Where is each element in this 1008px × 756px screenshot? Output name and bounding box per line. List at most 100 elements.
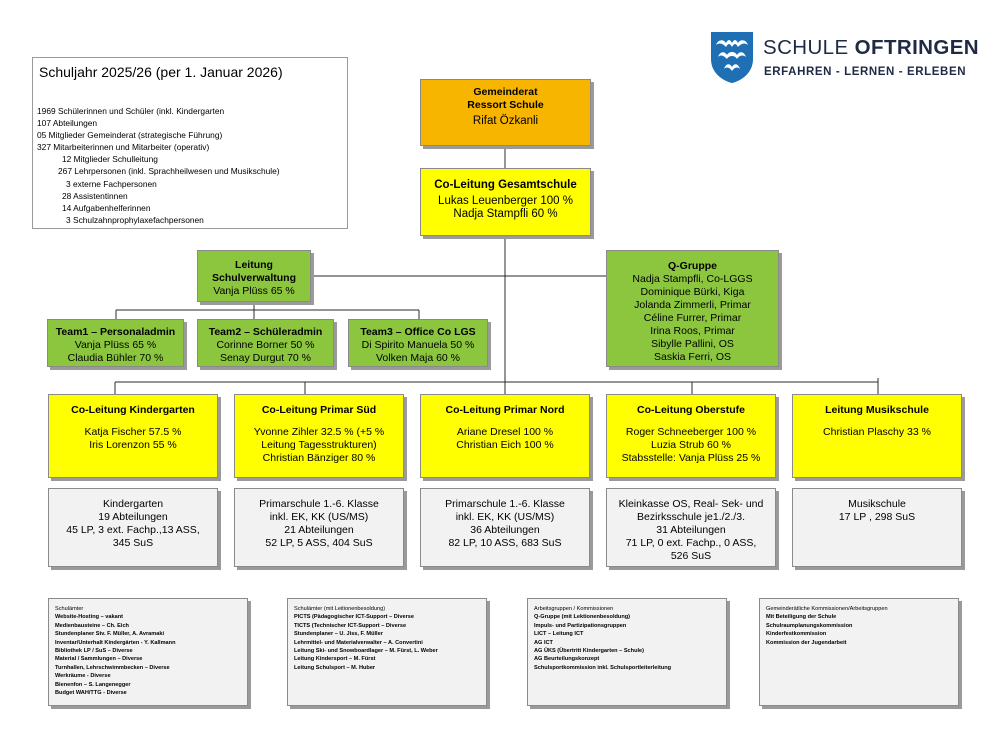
schulaemter-besoldung-item: PICTS (Pädagogischer ICT-Support – Diver…: [294, 614, 414, 621]
schulaemter-item: Material / Sammlungen – Diverse: [55, 656, 143, 663]
school-year-info-box: Schuljahr 2025/26 (per 1. Januar 2026) 1…: [32, 57, 348, 229]
qgruppe-member: Sibylle Pallini, OS: [651, 338, 734, 350]
arbeitsgruppen-item: AG ICT: [534, 639, 553, 646]
leitung-person: Luzia Strub 60 %: [651, 439, 731, 451]
team-member: Claudia Bühler 70 %: [67, 352, 164, 364]
leitung-musikschule-box: Leitung Musikschule Christian Plaschy 33…: [792, 394, 962, 478]
leitung-primar-sued-box: Co-Leitung Primar Süd Yvonne Zihler 32.5…: [234, 394, 404, 478]
stufe-line: 36 Abteilungen: [470, 524, 540, 536]
stufe-line: 31 Abteilungen: [656, 524, 726, 536]
info-line: 107 Abteilungen: [37, 118, 98, 129]
leitung-person: Christian Plaschy 33 %: [823, 426, 931, 438]
stufe-line: 71 LP, 0 ext. Fachp., 0 ASS,: [625, 537, 757, 549]
leitung-person: Katja Fischer 57.5 %: [84, 426, 182, 438]
qgruppe-member: Irina Roos, Primar: [650, 325, 735, 337]
schulverwaltung-subtitle: Schulverwaltung: [211, 272, 296, 284]
schulaemter-item: Werkräume - Diverse: [55, 673, 111, 680]
team-box-schueleradmin: Team2 – Schüleradmin Corinne Borner 50 %…: [197, 319, 334, 367]
stufe-line: inkl. EK, KK (US/MS): [455, 511, 555, 523]
gemeinderat-subtitle: Ressort Schule: [467, 99, 544, 111]
stufe-line: Kindergarten: [102, 498, 164, 510]
arbeitsgruppen-title: Arbeitsgruppen / Kommissionen: [534, 606, 614, 612]
schulaemter-item: Turnhallen, Lehrschwimmbecken – Diverse: [55, 664, 170, 671]
stufe-line: 345 SuS: [112, 537, 154, 549]
arbeitsgruppen-item: AG Beurteilungskonzept: [534, 656, 600, 663]
qgruppe-member: Céline Furrer, Primar: [643, 312, 742, 324]
gesamtschule-person: Lukas Leuenberger 100 %: [438, 195, 573, 207]
stufe-line: Musikschule: [848, 498, 906, 510]
leitung-person: Iris Lorenzon 55 %: [89, 439, 177, 451]
schulaemter-besoldung-item: TICTS (Technischer ICT-Support – Diverse: [294, 622, 407, 629]
gemeinderat-title: Gemeinderat: [473, 86, 538, 98]
gesamtschule-person: Nadja Stampfli 60 %: [453, 208, 558, 220]
qgruppe-member: Jolanda Zimmerli, Primar: [634, 299, 751, 311]
stufe-line: Bezirksschule je1./2./3.: [637, 511, 745, 523]
info-line: 267 Lehrpersonen (inkl. Sprachheilwesen …: [58, 166, 280, 177]
gesamtschule-title: Co-Leitung Gesamtschule: [434, 179, 577, 191]
stufe-primar-nord-box: Primarschule 1.-6. Klasse inkl. EK, KK (…: [420, 488, 590, 567]
kommissionen-title: Gemeinderätliche Kommissionen/Arbeitsgru…: [766, 606, 888, 612]
info-line: 327 Mitarbeiterinnen und Mitarbeiter (op…: [37, 142, 210, 153]
stufe-line: 45 LP, 3 ext. Fachp.,13 ASS,: [66, 524, 200, 536]
logo-name: SCHULE OFTRINGEN: [763, 36, 979, 59]
kommissionen-item: Schulraumplanungskommission: [766, 622, 853, 629]
qgruppe-member: Dominique Bürki, Kiga: [640, 286, 745, 298]
leitung-person: Ariane Dresel 100 %: [456, 426, 554, 438]
gemeinderat-person: Rifat Özkanli: [472, 115, 539, 127]
schulaemter-item: Website-Hosting – vakant: [55, 614, 123, 621]
leitung-person: Christian Bänziger 80 %: [262, 452, 376, 464]
qgruppe-member: Saskia Ferri, OS: [653, 351, 732, 363]
info-line: 05 Mitglieder Gemeinderat (strategische …: [37, 130, 223, 141]
schulaemter-besoldung-title: Schulämter (mit Leitionenbesoldung): [294, 606, 386, 612]
stufe-kindergarten-box: Kindergarten 19 Abteilungen 45 LP, 3 ext…: [48, 488, 218, 567]
team-box-office: Team3 – Office Co LGS Di Spirito Manuela…: [348, 319, 488, 367]
stufe-line: 52 LP, 5 ASS, 404 SuS: [265, 537, 373, 549]
leitung-title: Co-Leitung Primar Nord: [445, 404, 565, 416]
schulverwaltung-title: Leitung: [235, 259, 273, 271]
team-member: Corinne Borner 50 %: [216, 339, 315, 351]
leitung-person: Roger Schneeberger 100 %: [625, 426, 757, 438]
arbeitsgruppen-item: Impuls- und Partizipationsgruppen: [534, 622, 627, 629]
schulaemter-besoldung-box: Schulämter (mit Leitionenbesoldung) PICT…: [287, 598, 487, 706]
kommissionen-box: Gemeinderätliche Kommissionen/Arbeitsgru…: [759, 598, 959, 706]
schulaemter-item: Bienenfon – S. Langenegger: [55, 681, 131, 688]
stufe-line: 19 Abteilungen: [98, 511, 168, 523]
stufe-musikschule-box: Musikschule 17 LP , 298 SuS: [792, 488, 962, 567]
schulaemter-item: Stundenplaner Stv. F. Müller, A. Avramak…: [55, 631, 164, 638]
qgruppe-box: Q-Gruppe Nadja Stampfli, Co-LGGS Dominiq…: [606, 250, 779, 367]
leitung-kindergarten-box: Co-Leitung Kindergarten Katja Fischer 57…: [48, 394, 218, 478]
arbeitsgruppen-item: Schulsportkommission inkl. Schulsportlei…: [534, 664, 672, 671]
arbeitsgruppen-item: Q-Gruppe (mit Lektionenbesoldung): [534, 614, 631, 621]
stufe-line: 82 LP, 10 ASS, 683 SuS: [448, 537, 562, 549]
arbeitsgruppen-item: LICT – Leitung ICT: [534, 631, 584, 638]
leitung-primar-nord-box: Co-Leitung Primar Nord Ariane Dresel 100…: [420, 394, 590, 478]
leitung-title: Leitung Musikschule: [825, 404, 929, 416]
arbeitsgruppen-box: Arbeitsgruppen / Kommissionen Q-Gruppe (…: [527, 598, 727, 706]
gesamtschule-box: Co-Leitung Gesamtschule Lukas Leuenberge…: [420, 168, 591, 236]
leitung-person: Christian Eich 100 %: [456, 439, 554, 451]
qgruppe-title: Q-Gruppe: [668, 260, 717, 272]
stufe-line: Primarschule 1.-6. Klasse: [259, 498, 379, 510]
kommissionen-item: Kommission der Jugendarbeit: [766, 639, 847, 646]
stufe-line: 526 SuS: [670, 550, 712, 562]
schulaemter-item: Budget WAH/TTG - Diverse: [55, 690, 127, 697]
info-line: 1969 Schülerinnen und Schüler (inkl. Kin…: [37, 106, 225, 116]
leitung-oberstufe-box: Co-Leitung Oberstufe Roger Schneeberger …: [606, 394, 776, 478]
info-line: 3 Schulzahnprophylaxefachpersonen: [66, 214, 204, 225]
schulaemter-title: Schulämter: [55, 606, 84, 612]
team-title: Team3 – Office Co LGS: [360, 326, 476, 338]
info-title: Schuljahr 2025/26 (per 1. Januar 2026): [39, 64, 283, 80]
gemeinderat-box: Gemeinderat Ressort Schule Rifat Özkanli: [420, 79, 591, 146]
info-line: 3 externe Fachpersonen: [66, 178, 157, 189]
stufe-line: Kleinkasse OS, Real- Sek- und: [618, 498, 764, 510]
schulaemter-item: Inventar/Unterhalt Kindergärten - Y. Kal…: [55, 639, 176, 646]
stufe-primar-sued-box: Primarschule 1.-6. Klasse inkl. EK, KK (…: [234, 488, 404, 567]
stufe-line: inkl. EK, KK (US/MS): [269, 511, 369, 523]
team-box-personaladmin: Team1 – Personaladmin Vanja Plüss 65 % C…: [47, 319, 184, 367]
school-crest-icon: [711, 32, 753, 83]
schulaemter-besoldung-item: Stundenplaner – U. Jiss, F. Müller: [294, 631, 383, 638]
team-title: Team1 – Personaladmin: [55, 326, 176, 338]
kommissionen-item: Kinderfestkommission: [766, 631, 827, 638]
stufe-oberstufe-box: Kleinkasse OS, Real- Sek- und Bezirkssch…: [606, 488, 776, 567]
